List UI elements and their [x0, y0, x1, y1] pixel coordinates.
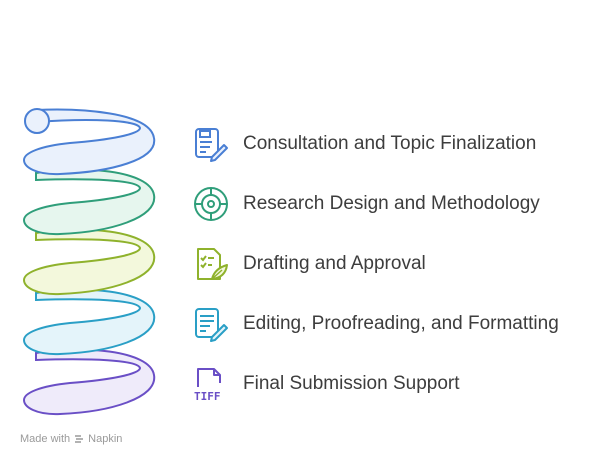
target-icon	[192, 185, 230, 223]
coil-end-cap	[24, 108, 50, 134]
document-pen-icon	[192, 305, 230, 343]
document-edit-icon	[192, 125, 230, 163]
step-label-3: Drafting and Approval	[243, 253, 426, 274]
made-with-napkin-footer: Made with Napkin	[20, 433, 122, 445]
napkin-logo-icon	[75, 435, 84, 443]
made-with-label: Made with	[20, 433, 71, 445]
step-label-4: Editing, Proofreading, and Formatting	[243, 313, 559, 334]
coil-band-3	[22, 228, 156, 296]
coil-band-5	[22, 348, 156, 416]
coil-band-4	[22, 288, 156, 356]
tiff-file-icon: TIFF	[192, 365, 230, 403]
coil-band-1	[22, 108, 156, 176]
step-label-2: Research Design and Methodology	[243, 193, 540, 214]
coil-band-2	[22, 168, 156, 236]
step-label-5: Final Submission Support	[243, 373, 460, 394]
napkin-brand-label: Napkin	[88, 433, 123, 445]
checklist-leaf-icon	[192, 245, 230, 283]
step-label-1: Consultation and Topic Finalization	[243, 133, 537, 154]
svg-text:TIFF: TIFF	[194, 390, 221, 403]
spiral-coil	[22, 108, 156, 416]
